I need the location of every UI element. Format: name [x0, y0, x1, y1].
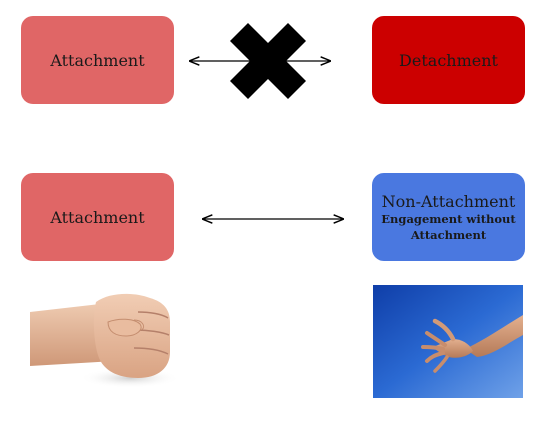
non-attachment-subtitle-line2: Attachment [410, 227, 487, 242]
non-attachment-box: Non-Attachment Engagement without Attach… [372, 173, 525, 261]
non-attachment-label: Non-Attachment [381, 191, 516, 211]
clenched-fist-photo [30, 282, 182, 392]
attachment-label-bottom: Attachment [50, 207, 145, 227]
attachment-box-top: Attachment [21, 16, 174, 104]
detachment-box: Detachment [372, 16, 525, 104]
detachment-label: Detachment [399, 50, 498, 70]
attachment-label-top: Attachment [50, 50, 145, 70]
x-icon [230, 23, 306, 99]
non-attachment-subtitle-line1: Engagement without [381, 211, 516, 226]
attachment-box-bottom: Attachment [21, 173, 174, 261]
open-hand-sky-photo [373, 285, 523, 398]
